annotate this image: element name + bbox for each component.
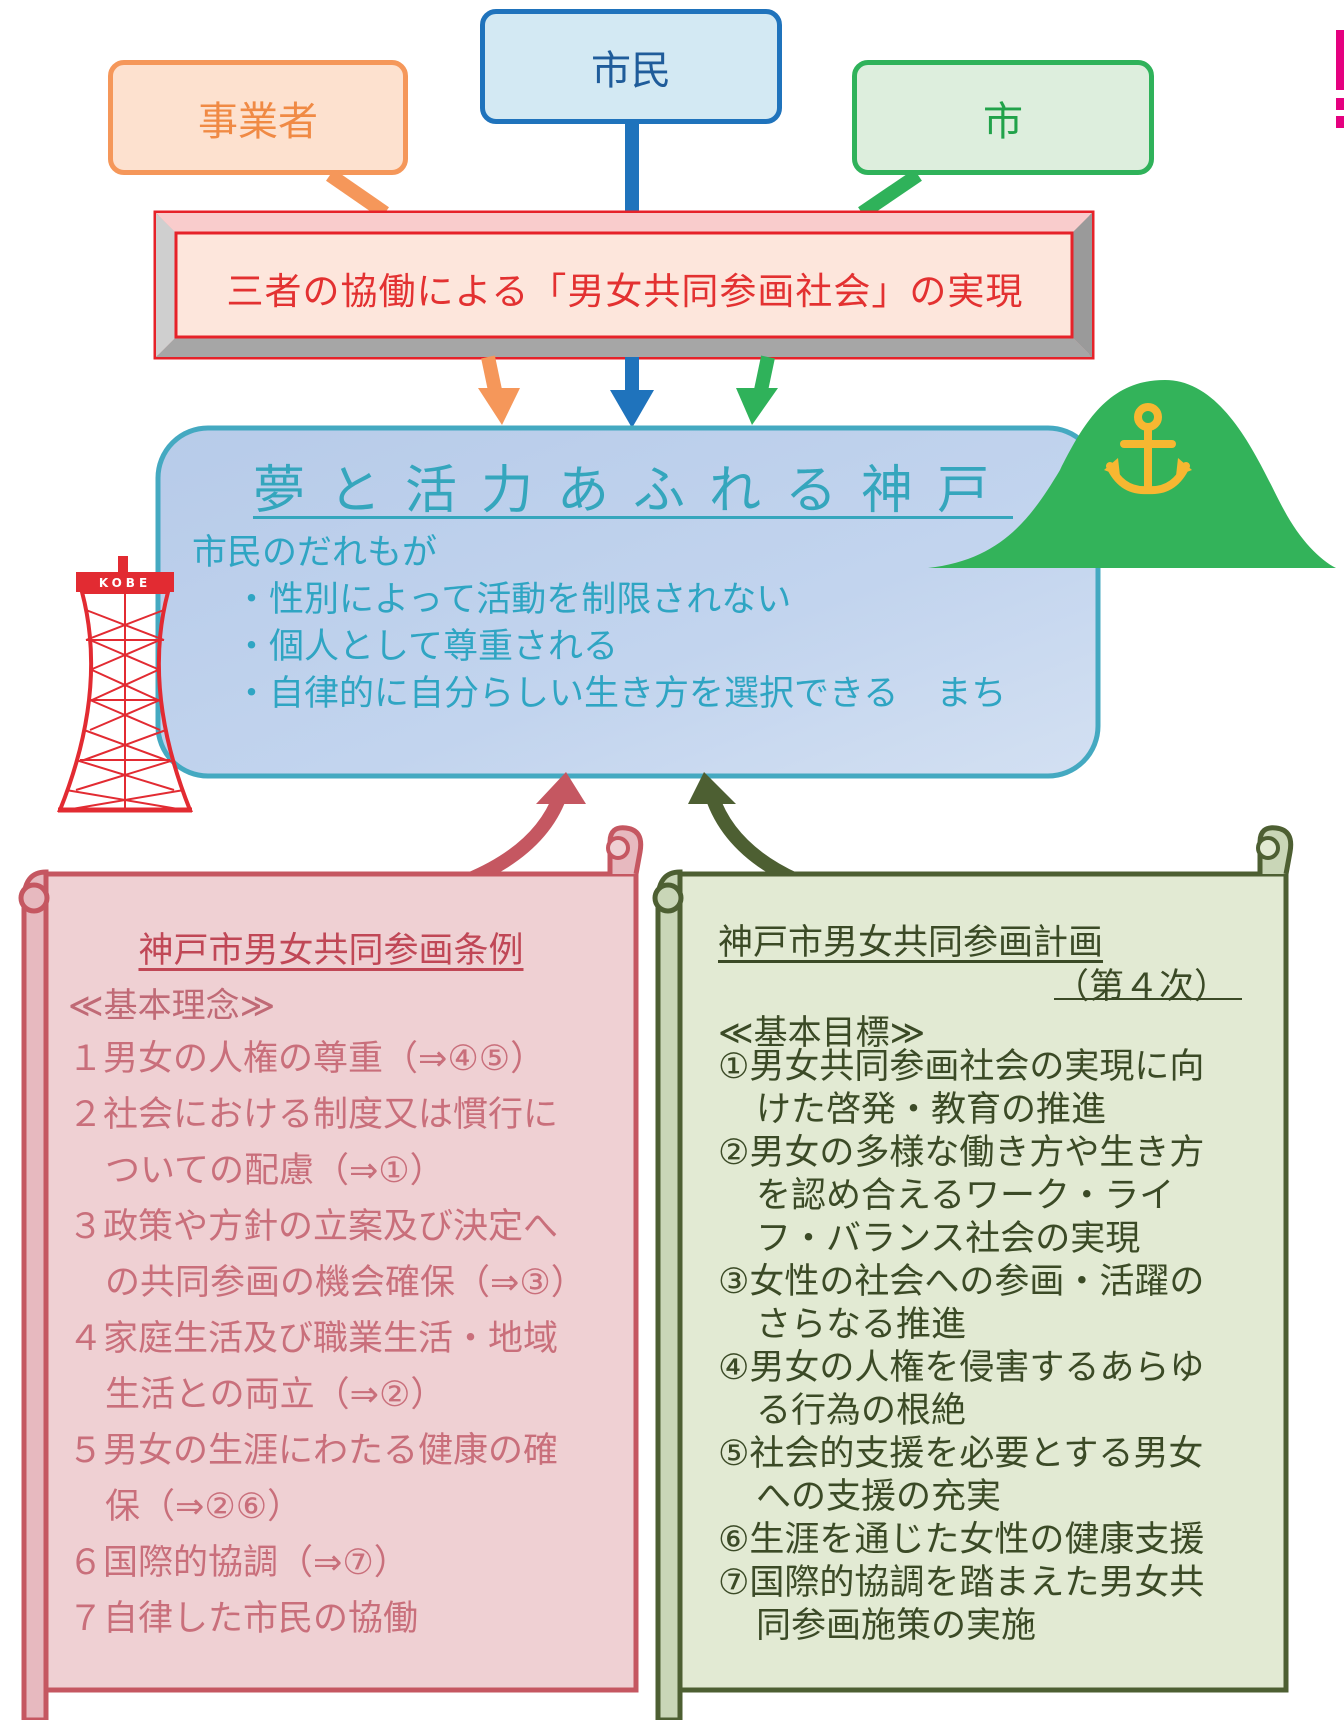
list-item-continuation: フ・バランス社会の実現 [756, 1219, 1141, 1259]
plan-title: 神戸市男女共同参画計画 [718, 923, 1104, 963]
actor-citizens-box: 市民 [480, 9, 782, 124]
plan-scroll [652, 825, 1294, 1720]
ordinance-list: １男女の人権の尊重（⇒④⑤） ２社会における制度又は慣行に ついての配慮（⇒①）… [68, 1031, 586, 1647]
ordinance-arrow-icon [536, 772, 586, 804]
list-item: ４家庭生活及び職業生活・地域 [68, 1319, 559, 1359]
plan-title-underline [1054, 998, 1242, 1000]
list-item: ⑦国際的協調を踏まえた男女共 [718, 1563, 1205, 1603]
list-item: １男女の人権の尊重（⇒④⑤） [68, 1039, 546, 1079]
business-arrow-icon [478, 388, 520, 425]
list-item-continuation: さらなる推進 [756, 1305, 967, 1345]
list-item-continuation: けた啓発・教育の推進 [756, 1090, 1107, 1130]
vision-bullet: 個人として尊重される [192, 624, 1006, 671]
vision-lead: 市民のだれもが [192, 533, 438, 573]
plan-title-suffix: （第４次） [1054, 967, 1230, 1007]
list-item: ７自律した市民の協働 [68, 1599, 419, 1639]
list-item: ④男女の人権を侵害するあらゆ [718, 1348, 1205, 1388]
list-item: ③女性の社会への参画・活躍の [718, 1262, 1205, 1302]
ordinance-title: 神戸市男女共同参画条例 [138, 931, 524, 971]
banner-arrows [478, 355, 778, 428]
port-tower-icon: KOBE [57, 556, 193, 813]
city-connector [858, 169, 922, 219]
plan-subtitle: ≪基本目標≫ [718, 1013, 926, 1053]
list-item-continuation: への支援の充実 [756, 1477, 1002, 1517]
list-item-continuation: 同参画施策の実施 [756, 1606, 1037, 1646]
tower-label: KOBE [99, 576, 151, 590]
banner-frame [153, 210, 1095, 360]
vision-bullet: 性別によって活動を制限されない [192, 577, 1006, 624]
ordinance-scroll [18, 825, 644, 1720]
list-item: ５男女の生涯にわたる健康の確 [68, 1431, 559, 1471]
list-item: ３政策や方針の立案及び決定へ [68, 1207, 559, 1247]
actor-business-box: 事業者 [108, 60, 408, 175]
ordinance-subtitle: ≪基本理念≫ [68, 986, 276, 1026]
citizens-arrow-icon [610, 390, 654, 428]
page-edge-marker [1336, 30, 1344, 128]
list-item-continuation: る行為の根絶 [756, 1391, 967, 1431]
list-item-continuation: ついての配慮（⇒①） [105, 1151, 445, 1191]
actor-city-box: 市 [852, 60, 1154, 175]
city-arrow-icon [736, 388, 778, 425]
plan-arrow-icon [688, 772, 736, 804]
vision-tail: まち [936, 674, 1007, 714]
list-item: ②男女の多様な働き方や生き方 [718, 1133, 1205, 1173]
actor-business-label: 事業者 [198, 98, 318, 145]
list-item-continuation: 保（⇒②⑥） [105, 1487, 303, 1527]
collaboration-banner-text: 三者の協働による「男女共同参画社会」の実現 [226, 270, 1024, 313]
vision-title: 夢と活力あふれる神戸 [252, 461, 1013, 521]
list-item: ⑥生涯を通じた女性の健康支援 [718, 1520, 1205, 1560]
list-item: ２社会における制度又は慣行に [68, 1095, 559, 1135]
list-item: ①男女共同参画社会の実現に向 [718, 1047, 1205, 1087]
actor-citizens-label: 市民 [591, 47, 671, 94]
plan-list: ①男女共同参画社会の実現に向 けた啓発・教育の推進 ②男女の多様な働き方や生き方… [718, 1046, 1204, 1648]
list-item-continuation: 生活との両立（⇒②） [105, 1375, 446, 1415]
actor-city-label: 市 [983, 98, 1023, 145]
business-connector [326, 169, 389, 219]
actor-connectors [326, 124, 922, 219]
list-item-continuation: を認め合えるワーク・ライ [756, 1176, 1175, 1216]
mountain-anchor-icon [928, 380, 1336, 568]
vision-body: 市民のだれもが 性別によって活動を制限されない 個人として尊重される 自律的に自… [192, 530, 1006, 718]
list-item-continuation: の共同参画の機会確保（⇒③） [105, 1263, 586, 1303]
list-item: ６国際的協調（⇒⑦） [68, 1543, 409, 1583]
list-item: ⑤社会的支援を必要とする男女 [718, 1434, 1204, 1474]
